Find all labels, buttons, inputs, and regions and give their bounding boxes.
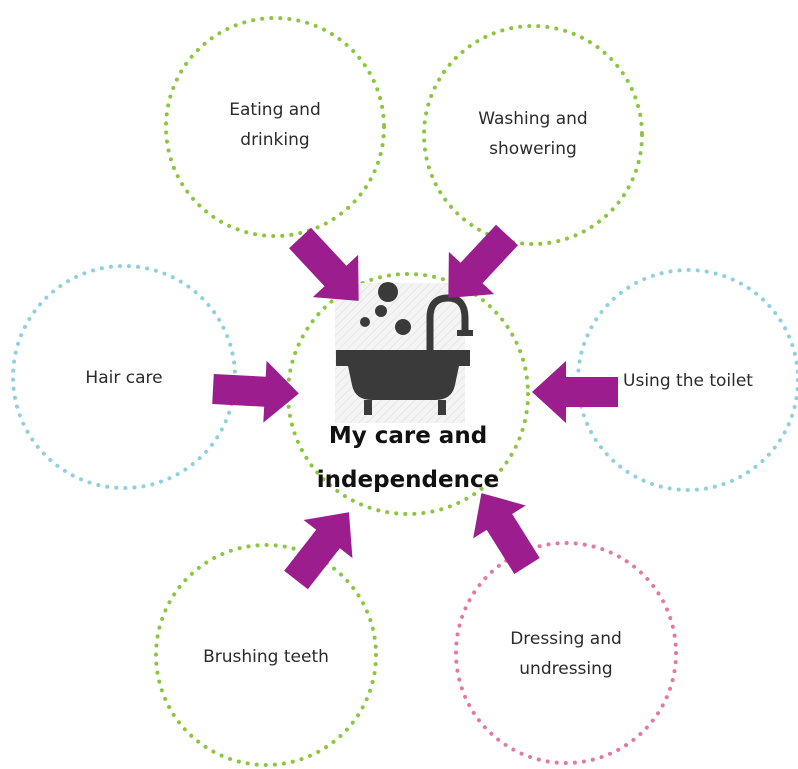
circle-washing xyxy=(422,24,644,246)
bathtub-icon xyxy=(335,282,473,423)
node-teeth-label: Brushing teeth xyxy=(186,642,346,672)
node-hair-label: Hair care xyxy=(44,363,204,393)
node-dressing-line2: undressing xyxy=(519,659,613,679)
node-washing-label: Washing and showering xyxy=(453,104,613,164)
arrow-from-toilet xyxy=(532,361,618,423)
node-washing-line2: showering xyxy=(489,139,577,159)
node-eating-line1: Eating and xyxy=(229,100,321,120)
arrow-from-hair xyxy=(212,360,299,423)
node-hair-line1: Hair care xyxy=(85,368,163,388)
circle-dressing xyxy=(454,541,678,765)
arrow-from-washing xyxy=(448,224,518,298)
center-title: My care and independence xyxy=(303,414,513,502)
node-washing-line1: Washing and xyxy=(478,109,588,129)
node-eating-line2: drinking xyxy=(240,130,310,150)
arrow-from-eating xyxy=(289,227,359,301)
node-dressing-line1: Dressing and xyxy=(510,629,622,649)
node-toilet-line1: Using the toilet xyxy=(623,371,753,391)
center-title-line1: My care and xyxy=(328,423,488,449)
node-toilet-label: Using the toilet xyxy=(608,366,768,396)
arrow-from-teeth xyxy=(284,512,353,590)
arrow-from-dressing xyxy=(473,493,540,574)
node-dressing-label: Dressing and undressing xyxy=(486,624,646,684)
circle-eating xyxy=(164,16,386,238)
node-eating-label: Eating and drinking xyxy=(195,95,355,155)
circle-teeth xyxy=(154,543,378,767)
circle-center xyxy=(286,272,530,516)
center-title-line2: independence xyxy=(316,467,500,493)
node-teeth-line1: Brushing teeth xyxy=(203,647,329,667)
